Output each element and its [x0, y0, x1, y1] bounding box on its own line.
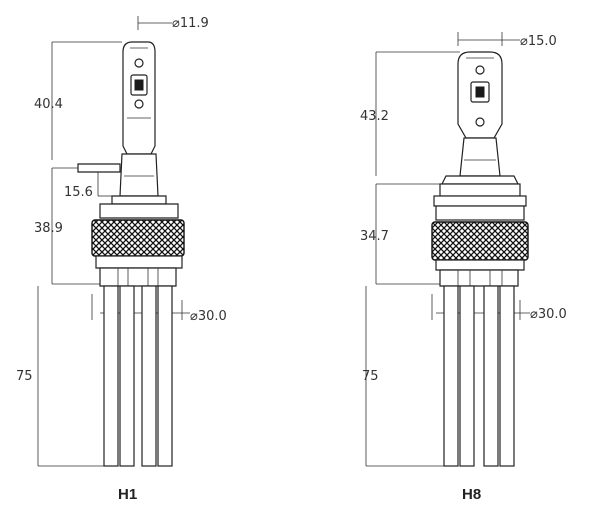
h8-socket-flange [441, 175, 519, 185]
h1-body-diameter-label: ⌀30.0 [190, 309, 227, 324]
h1-bulb: ⌀11.9 40.4 15.6 38.9 ⌀30.0 75 H1 [16, 16, 227, 503]
h8-knurled-body [431, 221, 529, 261]
h1-cables [103, 285, 173, 467]
h8-model-label: H8 [462, 486, 481, 503]
h1-neck [119, 153, 159, 197]
h1-base-height-label: 38.9 [34, 221, 63, 236]
h1-nut [99, 267, 177, 287]
h8-cables [443, 285, 515, 467]
h1-bottom-screw [134, 99, 144, 109]
h8-neck [459, 137, 501, 177]
h8-body-diameter-label: ⌀30.0 [530, 307, 567, 322]
h8-bulb: ⌀15.0 43.2 34.7 ⌀30.0 75 H8 [360, 32, 567, 503]
h1-led-plate [122, 41, 156, 155]
h1-head-diameter-label: ⌀11.9 [172, 16, 209, 31]
h8-top-screw [475, 65, 485, 75]
h8-collar [439, 183, 521, 197]
h1-collar [111, 195, 167, 205]
h8-bottom-screw [475, 117, 485, 127]
h8-nut [439, 269, 519, 287]
h8-cable-length-label: 75 [362, 369, 379, 384]
h8-ring [433, 195, 527, 207]
h1-model-label: H1 [118, 486, 137, 503]
h1-socket-tab [77, 163, 121, 173]
h1-knurled-body [91, 219, 185, 257]
h1-led-emitter [134, 79, 144, 91]
h8-lower-ring [435, 259, 525, 271]
h8-base-height-label: 34.7 [360, 229, 389, 244]
h1-cable-length-label: 75 [16, 369, 33, 384]
h1-top-screw [134, 58, 144, 68]
h1-ring [99, 203, 179, 219]
h1-head-height-label: 40.4 [34, 97, 63, 112]
h8-led-emitter [475, 86, 485, 98]
h8-head-diameter-label: ⌀15.0 [520, 34, 557, 49]
h1-lower-ring [95, 255, 183, 269]
h8-upper-ring [435, 205, 525, 221]
h8-head-height-label: 43.2 [360, 109, 389, 124]
h1-neck-height-label: 15.6 [64, 185, 93, 200]
